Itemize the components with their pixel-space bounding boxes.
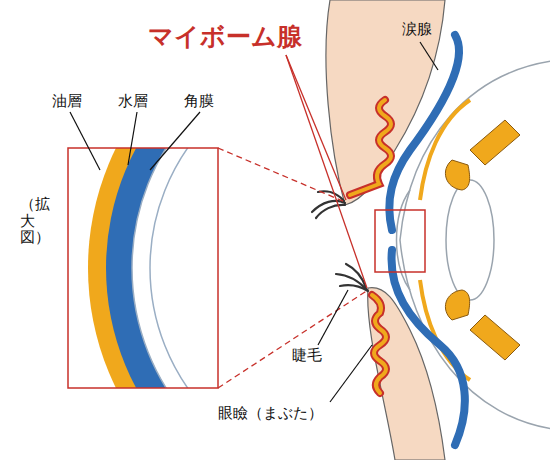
enlarged-view xyxy=(68,148,218,388)
part-label: 眼瞼（まぶた） xyxy=(218,404,323,422)
upper-eyelid xyxy=(326,0,445,205)
layer-label: 水層 xyxy=(118,92,148,110)
lower-eyelid xyxy=(368,288,445,460)
leader-line xyxy=(70,42,438,402)
meibomian-gland xyxy=(350,100,391,195)
layer-label: 油層 xyxy=(52,92,82,110)
title-label: マイボーム腺 xyxy=(148,22,302,52)
leader-line xyxy=(286,55,367,288)
view-label: （拡大図） xyxy=(20,196,35,246)
zoom-region xyxy=(375,210,425,272)
layer-label: 角膜 xyxy=(184,92,214,110)
meibomian-gland xyxy=(372,295,386,393)
eyelash xyxy=(312,191,368,291)
zoom-line xyxy=(218,148,368,388)
part-label: 涙腺 xyxy=(402,20,432,38)
part-label: 睫毛 xyxy=(292,346,322,364)
